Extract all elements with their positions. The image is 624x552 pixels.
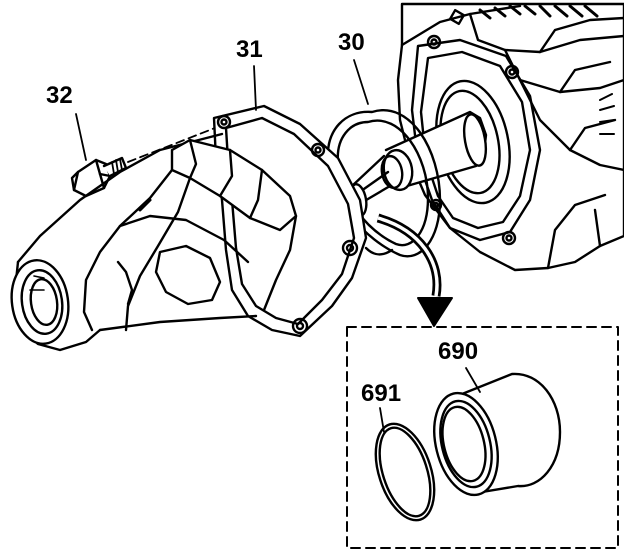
leader-32 (75, 113, 87, 161)
leader-691 (379, 407, 385, 433)
leader-690 (465, 367, 481, 393)
extension-housing (10, 104, 368, 352)
gasket (326, 109, 442, 258)
callout-30: 30 (338, 29, 365, 56)
leader-30 (353, 59, 369, 105)
callout-31: 31 (236, 36, 263, 63)
callout-691: 691 (361, 380, 402, 407)
callout-32: 32 (46, 82, 73, 109)
detail-inset (346, 326, 619, 549)
leader-lines (75, 59, 481, 433)
callout-690: 690 (438, 338, 479, 365)
leader-31 (253, 65, 257, 111)
detail-arrow (376, 213, 453, 327)
bushing (433, 372, 562, 497)
seal-ring (374, 422, 436, 522)
transmission-case (348, 2, 624, 272)
